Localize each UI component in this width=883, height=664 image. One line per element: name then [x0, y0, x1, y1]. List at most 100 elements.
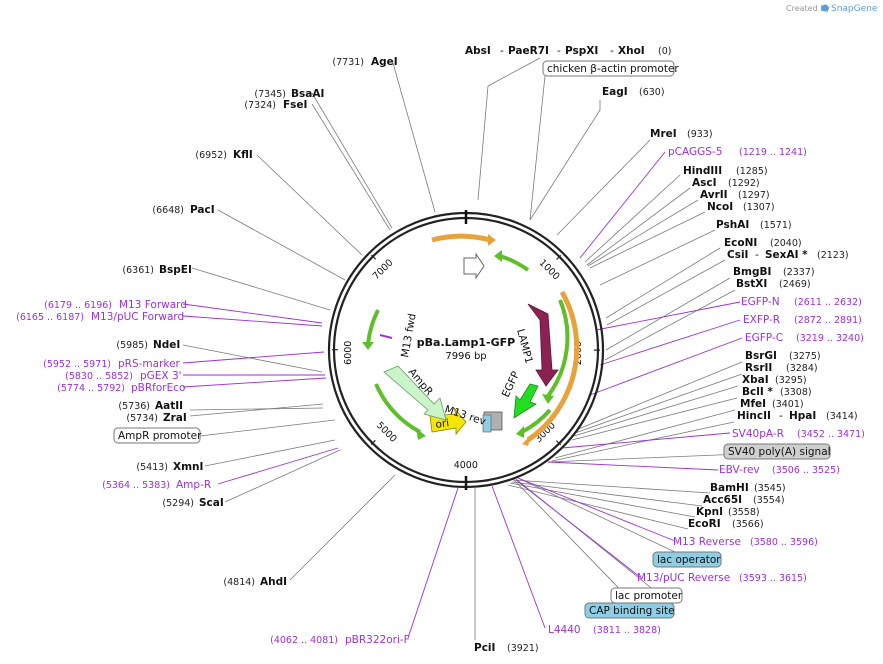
primer-prs-marker[interactable]: pRS-marker	[118, 358, 181, 370]
enzyme-kfli[interactable]: KflI	[233, 149, 253, 161]
enzyme-hincii[interactable]: HincII	[737, 410, 771, 422]
lamp1-label: LAMP1	[514, 328, 535, 365]
enzyme-labels: AbsI - PaeR7I - PspXI - XhoI (0) EagI (6…	[116, 45, 857, 654]
primer-ebv-rev-pos: (3506 .. 3525)	[772, 465, 840, 476]
box-chicken-actin[interactable]	[542, 60, 675, 77]
enzyme-xbai-pos: (3295)	[775, 375, 807, 386]
enzyme-ecori[interactable]: EcoRI	[688, 518, 721, 530]
primer-sv40pa-r[interactable]: SV40pA-R	[732, 428, 784, 440]
m13-fwd-feature[interactable]	[379, 334, 393, 339]
enzyme-hpai[interactable]: HpaI	[789, 410, 816, 422]
primer-egfp-n[interactable]: EGFP-N	[741, 296, 780, 308]
enzyme-acc65i[interactable]: Acc65I	[703, 494, 742, 506]
enzyme-absi[interactable]: AbsI	[465, 45, 491, 57]
orf-left-green	[366, 309, 380, 345]
enzyme-xmni-pos: (5413)	[136, 462, 168, 473]
enzyme-paci[interactable]: PacI	[190, 204, 215, 216]
enzyme-ndei[interactable]: NdeI	[153, 339, 180, 351]
box-ampr-promoter[interactable]	[113, 427, 201, 444]
enzyme-xbai[interactable]: XbaI	[742, 374, 769, 386]
enzyme-bamhi[interactable]: BamHI	[710, 482, 749, 494]
enzyme-bcli[interactable]: BclI *	[742, 386, 773, 398]
primer-exfp-r[interactable]: EXFP-R	[743, 314, 780, 326]
box-sv40-polya[interactable]	[723, 443, 831, 460]
credit-brand: SnapGene	[831, 4, 878, 14]
orf-right-green-arrow	[542, 394, 554, 404]
enzyme-ncoi[interactable]: NcoI	[707, 201, 733, 213]
enzyme-agei[interactable]: AgeI	[371, 56, 398, 68]
orf-top-arrow	[488, 234, 496, 246]
primer-ebv-rev[interactable]: EBV-rev	[719, 464, 760, 476]
lac-elements-feature[interactable]	[482, 414, 492, 433]
enzyme-asci[interactable]: AscI	[692, 177, 717, 189]
enzyme-bsrgi[interactable]: BsrGI	[745, 350, 777, 362]
enzyme-xhoi[interactable]: XhoI	[618, 45, 645, 57]
egfp-feature[interactable]	[513, 383, 539, 419]
primer-egfp-c[interactable]: EGFP-C	[745, 332, 783, 344]
orf-bottom-green-arrow	[416, 428, 426, 440]
primer-pgex3[interactable]: pGEX 3'	[140, 370, 182, 382]
enzyme-kpni[interactable]: KpnI	[696, 506, 723, 518]
svg-text:-: -	[610, 45, 614, 57]
enzyme-sexai[interactable]: SexAI *	[765, 249, 808, 261]
enzyme-csii-sep: -	[755, 249, 759, 261]
enzyme-csii[interactable]: CsiI	[727, 249, 748, 261]
enzyme-hindiii[interactable]: HindIII	[683, 165, 722, 177]
ori-feature[interactable]	[429, 407, 467, 436]
primer-l4440-pos: (3811 .. 3828)	[593, 625, 661, 636]
enzyme-bamhi-pos: (3545)	[754, 483, 786, 494]
enzyme-eagi[interactable]: EagI	[602, 86, 628, 98]
primer-m13-forward[interactable]: M13 Forward	[119, 299, 187, 311]
enzyme-bspei[interactable]: BspEI	[159, 264, 192, 276]
box-lac-promoter-text: lac promoter	[615, 590, 683, 602]
orf-right-arrow	[522, 434, 532, 446]
primer-pbrforeco[interactable]: pBRforEco	[131, 382, 185, 394]
enzyme-econi[interactable]: EcoNI	[724, 237, 757, 249]
enzyme-paer7i[interactable]: PaeR7I	[508, 45, 549, 57]
enzyme-bsaai[interactable]: BsaAI	[291, 88, 324, 100]
orf-bottom-green	[374, 383, 421, 434]
primer-pcaggs5[interactable]: pCAGGS-5	[668, 146, 722, 158]
box-ampr-promoter-text: AmpR promoter	[118, 430, 202, 442]
primer-pbrforeco-pos: (5774 .. 5792)	[57, 383, 125, 394]
enzyme-bstxi[interactable]: BstXI	[736, 278, 767, 290]
tick-1000	[556, 254, 562, 260]
enzyme-bstxi-pos: (2469)	[779, 279, 811, 290]
primer-m13puc-reverse[interactable]: M13/pUC Reverse	[637, 572, 730, 584]
enzyme-bmgbi-pos: (2337)	[783, 267, 815, 278]
enzyme-rsrii[interactable]: RsrII	[745, 362, 772, 374]
primer-m13puc-forward[interactable]: M13/pUC Forward	[91, 311, 184, 323]
enzyme-zrai[interactable]: ZraI	[163, 412, 187, 424]
enzyme-ahdi[interactable]: AhdI	[260, 576, 287, 588]
enzyme-pspxi[interactable]: PspXI	[565, 45, 598, 57]
primer-pgex3-pos: (5830 .. 5852)	[65, 371, 133, 382]
ampr-feature[interactable]	[383, 365, 447, 421]
enzyme-mfei[interactable]: MfeI	[740, 398, 766, 410]
enzyme-avrii[interactable]: AvrII	[700, 189, 728, 201]
orf-lower-green-arrow	[516, 426, 524, 438]
primer-exfp-r-pos: (2872 .. 2891)	[794, 315, 862, 326]
lamp1-feature[interactable]	[527, 303, 559, 387]
orf-small-top	[499, 254, 530, 272]
enzyme-xmni[interactable]: XmnI	[173, 461, 203, 473]
enzyme-mrei[interactable]: MreI	[650, 128, 677, 140]
enzyme-mrei-pos: (933)	[687, 129, 713, 140]
chicken-actin-promoter-arrow[interactable]	[463, 252, 485, 280]
box-lac-operator[interactable]	[652, 551, 722, 568]
enzyme-pshai[interactable]: PshAI	[716, 219, 749, 231]
primer-l4440[interactable]: L4440	[548, 624, 581, 636]
box-cap-binding[interactable]	[584, 602, 675, 619]
enzyme-scai[interactable]: ScaI	[199, 497, 224, 509]
primer-amp-r[interactable]: Amp-R	[176, 479, 211, 491]
enzyme-kfli-pos: (6952)	[195, 150, 227, 161]
primer-pbr322ori-f[interactable]: pBR322ori-F	[345, 634, 410, 646]
primer-m13-reverse[interactable]: M13 Reverse	[673, 536, 741, 548]
enzyme-aatii[interactable]: AatII	[155, 400, 183, 412]
primer-prs-marker-pos: (5952 .. 5971)	[43, 359, 111, 370]
enzyme-bmgbi[interactable]: BmgBI	[733, 266, 771, 278]
enzyme-top-pos: (0)	[658, 46, 671, 57]
box-lac-operator-text: lac operator	[657, 554, 721, 566]
enzyme-pcii[interactable]: PciI	[474, 642, 495, 654]
enzyme-fsei[interactable]: FseI	[283, 99, 307, 111]
primer-labels: pCAGGS-5 (1219 .. 1241) EGFP-N (2611 .. …	[16, 146, 865, 646]
